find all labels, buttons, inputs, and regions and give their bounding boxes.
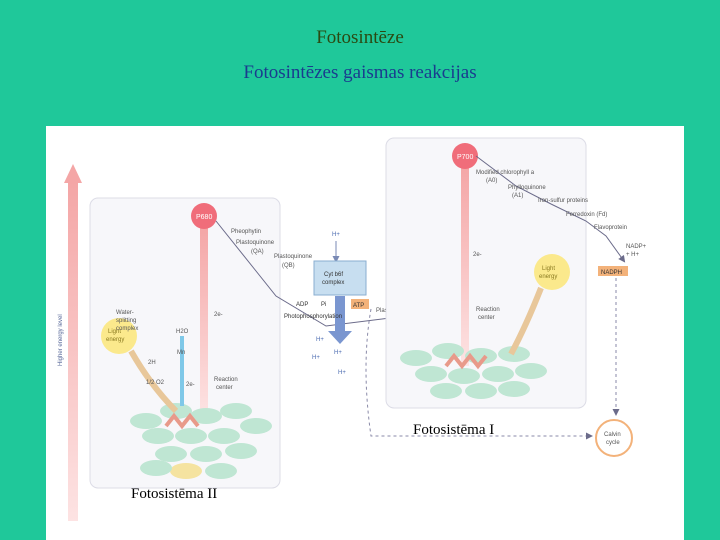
electron-transport-chain: Pheophytin Plastoquinone (QA) Plastoquin… bbox=[215, 220, 408, 327]
svg-text:Photophosphorylation: Photophosphorylation bbox=[284, 314, 342, 320]
svg-text:Reaction: Reaction bbox=[214, 377, 238, 383]
svg-text:NADP+: NADP+ bbox=[626, 244, 647, 250]
svg-text:Iron-sulfur proteins: Iron-sulfur proteins bbox=[538, 198, 588, 204]
svg-text:energy: energy bbox=[539, 274, 557, 280]
svg-text:complex: complex bbox=[322, 280, 344, 286]
svg-text:Pheophytin: Pheophytin bbox=[231, 229, 261, 235]
p700-circle bbox=[452, 143, 478, 169]
svg-text:H+: H+ bbox=[312, 355, 320, 361]
svg-text:Reaction: Reaction bbox=[476, 307, 500, 313]
photosystem-2-label: Fotosistēma II bbox=[131, 486, 218, 502]
svg-text:Plastoquinone: Plastoquinone bbox=[274, 254, 313, 260]
svg-text:2e-: 2e- bbox=[186, 382, 195, 388]
svg-text:2e-: 2e- bbox=[214, 312, 223, 318]
svg-text:(QB): (QB) bbox=[282, 263, 295, 269]
svg-text:center: center bbox=[478, 315, 495, 321]
svg-text:Ferredoxin (Fd): Ferredoxin (Fd) bbox=[566, 212, 607, 218]
ps1-chlorophyll-cluster bbox=[400, 343, 547, 399]
svg-text:H+: H+ bbox=[338, 370, 346, 376]
svg-text:Water-: Water- bbox=[116, 310, 134, 316]
svg-text:H+: H+ bbox=[334, 350, 342, 356]
svg-text:2H: 2H bbox=[148, 360, 156, 366]
cytb6f-complex: Cyt b6f complex ADP Pi ATP Photophosphor… bbox=[284, 260, 593, 440]
svg-text:splitting: splitting bbox=[116, 318, 136, 324]
energy-axis-label: Higher energy level bbox=[58, 314, 64, 366]
photosystem-1-label: Fotosistēma I bbox=[413, 422, 495, 438]
svg-text:cycle: cycle bbox=[606, 440, 620, 446]
svg-text:P700: P700 bbox=[457, 154, 473, 161]
svg-text:complex: complex bbox=[116, 326, 138, 332]
svg-text:NADPH: NADPH bbox=[601, 270, 622, 276]
page-subtitle: Fotosintēzes gaismas reakcijas bbox=[243, 62, 477, 83]
svg-text:Flavoprotein: Flavoprotein bbox=[594, 225, 627, 231]
svg-text:(QA): (QA) bbox=[251, 249, 264, 255]
svg-text:Calvin: Calvin bbox=[604, 432, 621, 438]
svg-text:ATP: ATP bbox=[353, 303, 364, 309]
svg-text:Mn: Mn bbox=[177, 350, 185, 356]
ps2-light-sun bbox=[101, 318, 137, 354]
svg-text:H2O: H2O bbox=[176, 329, 189, 335]
svg-text:(A0): (A0) bbox=[486, 178, 497, 184]
photosystem-2-panel: P680 Light energy Water- splitting compl… bbox=[89, 197, 281, 489]
svg-text:center: center bbox=[216, 385, 233, 391]
svg-text:2e-: 2e- bbox=[473, 252, 482, 258]
ps1-light-sun bbox=[534, 254, 570, 290]
svg-text:energy: energy bbox=[106, 337, 124, 343]
energy-axis: Higher energy level bbox=[58, 164, 82, 521]
svg-text:Cyt b6f: Cyt b6f bbox=[324, 272, 343, 278]
svg-text:Phylloquinone: Phylloquinone bbox=[508, 185, 546, 191]
svg-text:Light: Light bbox=[108, 329, 121, 335]
svg-text:Pi: Pi bbox=[321, 302, 326, 308]
page-title: Fotosintēze bbox=[316, 27, 404, 48]
calvin-cycle-circle bbox=[595, 419, 633, 457]
svg-text:+ H+: + H+ bbox=[626, 252, 640, 258]
diagram-panel: Higher energy level P680 Light ener bbox=[46, 126, 684, 540]
svg-text:1/2 O2: 1/2 O2 bbox=[146, 380, 165, 386]
svg-text:P680: P680 bbox=[196, 214, 212, 221]
svg-text:H+: H+ bbox=[316, 337, 324, 343]
svg-text:Plastoquinone: Plastoquinone bbox=[236, 240, 275, 246]
svg-text:Modified chlorophyll a: Modified chlorophyll a bbox=[476, 170, 535, 176]
svg-text:Light: Light bbox=[542, 266, 555, 272]
photosystem-1-panel: P700 Light energy 2e- Reaction center Mo… bbox=[385, 137, 647, 457]
svg-text:ADP: ADP bbox=[296, 302, 308, 308]
svg-text:H+: H+ bbox=[332, 232, 340, 238]
svg-text:(A1): (A1) bbox=[512, 193, 523, 199]
ps2-chlorophyll-cluster bbox=[130, 403, 272, 479]
p680-circle bbox=[191, 203, 217, 229]
